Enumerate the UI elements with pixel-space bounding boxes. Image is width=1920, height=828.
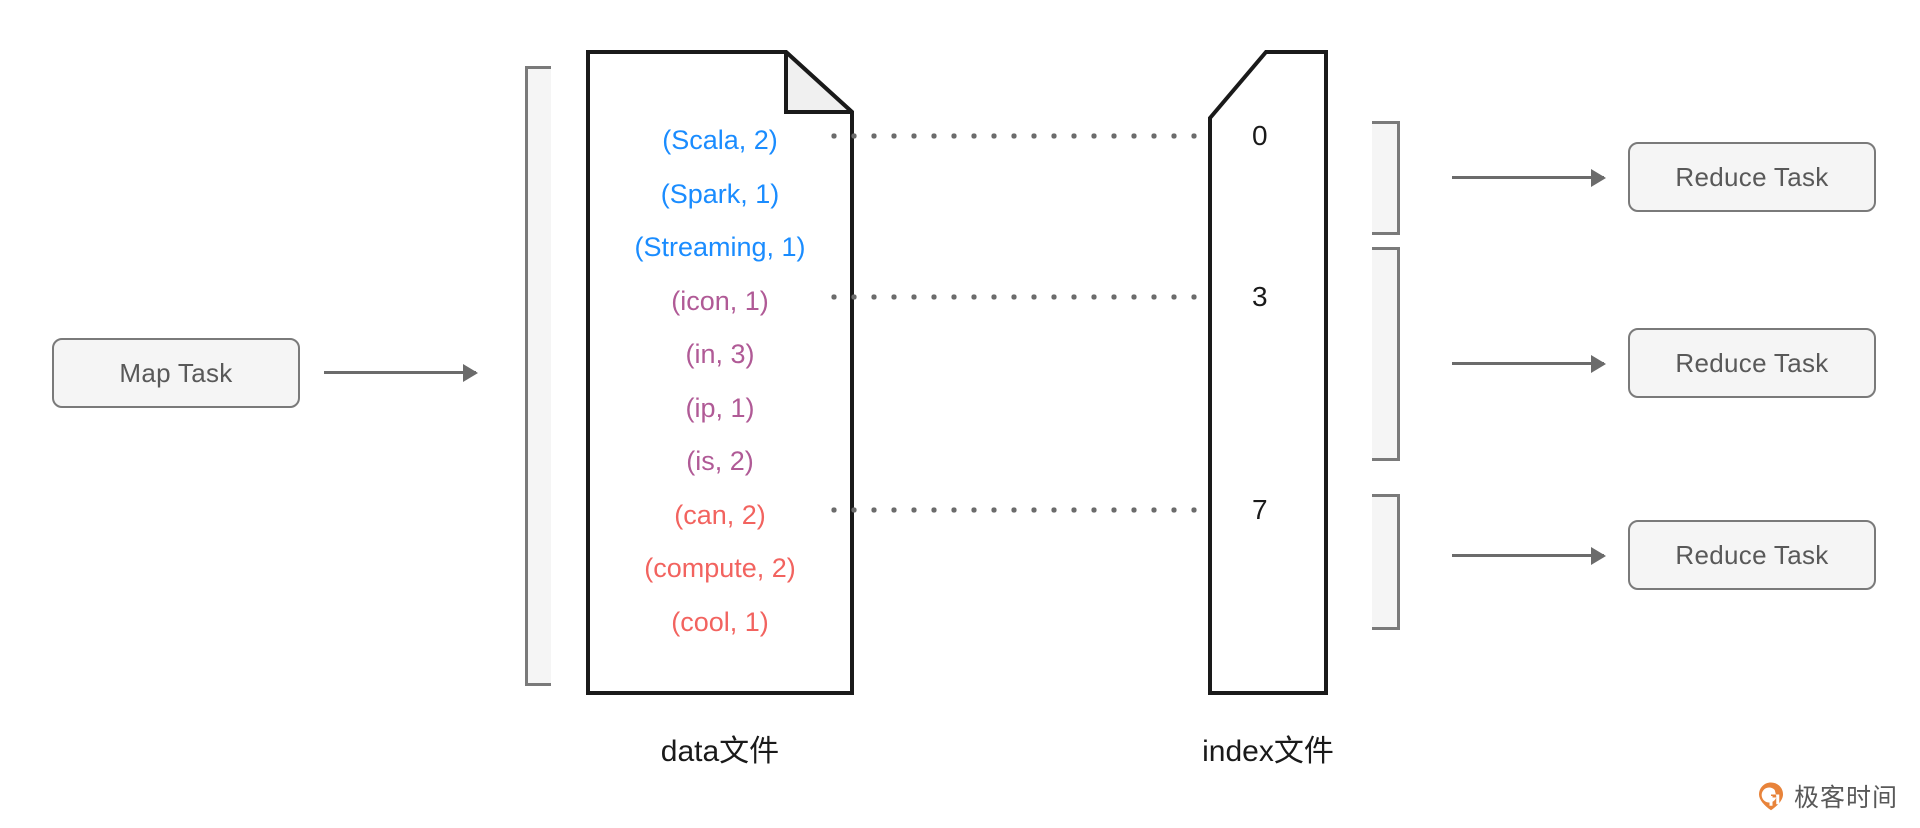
data-row: (cool, 1): [671, 606, 769, 637]
right-bracket-partition-3: [1372, 494, 1400, 630]
data-row: (can, 2): [674, 499, 766, 530]
data-row: (ip, 1): [685, 392, 755, 423]
reduce-task-label: Reduce Task: [1675, 161, 1829, 192]
data-file-rows: (Scala, 2) (Spark, 1) (Streaming, 1) (ic…: [586, 50, 854, 649]
arrow-to-reduce-task-3: [1452, 554, 1604, 557]
watermark: 极客时间: [1756, 778, 1898, 814]
data-row: (Streaming, 1): [634, 232, 806, 262]
index-offset-value: 7: [1252, 494, 1268, 525]
watermark-text: 极客时间: [1793, 784, 1898, 812]
arrow-to-reduce-task-2: [1452, 362, 1604, 365]
arrow-map-to-data: [324, 371, 476, 374]
data-row: (icon, 1): [671, 285, 769, 316]
reduce-task-label: Reduce Task: [1675, 347, 1829, 378]
dotted-connector-offset-7: [824, 507, 1244, 513]
index-file-shape: [1208, 50, 1328, 695]
reduce-task-box-1: Reduce Task: [1628, 142, 1876, 212]
right-bracket-partition-2: [1372, 247, 1400, 461]
data-row: (compute, 2): [644, 553, 796, 583]
reduce-task-box-3: Reduce Task: [1628, 520, 1876, 590]
left-bracket: [525, 66, 551, 686]
data-row: (in, 3): [685, 339, 755, 369]
data-row: (is, 2): [686, 446, 754, 476]
reduce-task-label: Reduce Task: [1675, 539, 1829, 570]
map-task-label: Map Task: [119, 357, 233, 388]
right-bracket-partition-1: [1372, 121, 1400, 235]
data-row: (Spark, 1): [660, 178, 780, 209]
reduce-task-box-2: Reduce Task: [1628, 328, 1876, 398]
data-row: (Scala, 2): [662, 125, 778, 155]
index-offset-value: 0: [1252, 120, 1268, 151]
dotted-connector-offset-0: [824, 133, 1244, 139]
index-offset-value: 3: [1252, 281, 1268, 312]
arrow-to-reduce-task-1: [1452, 176, 1604, 179]
data-file-caption: data文件: [660, 735, 780, 768]
map-task-box: Map Task: [52, 338, 300, 408]
dotted-connector-offset-3: [824, 294, 1244, 300]
index-file-caption: index文件: [1202, 735, 1334, 768]
geektime-logo-icon: [1758, 782, 1783, 811]
data-file-shape: (Scala, 2) (Spark, 1) (Streaming, 1) (ic…: [586, 50, 854, 695]
